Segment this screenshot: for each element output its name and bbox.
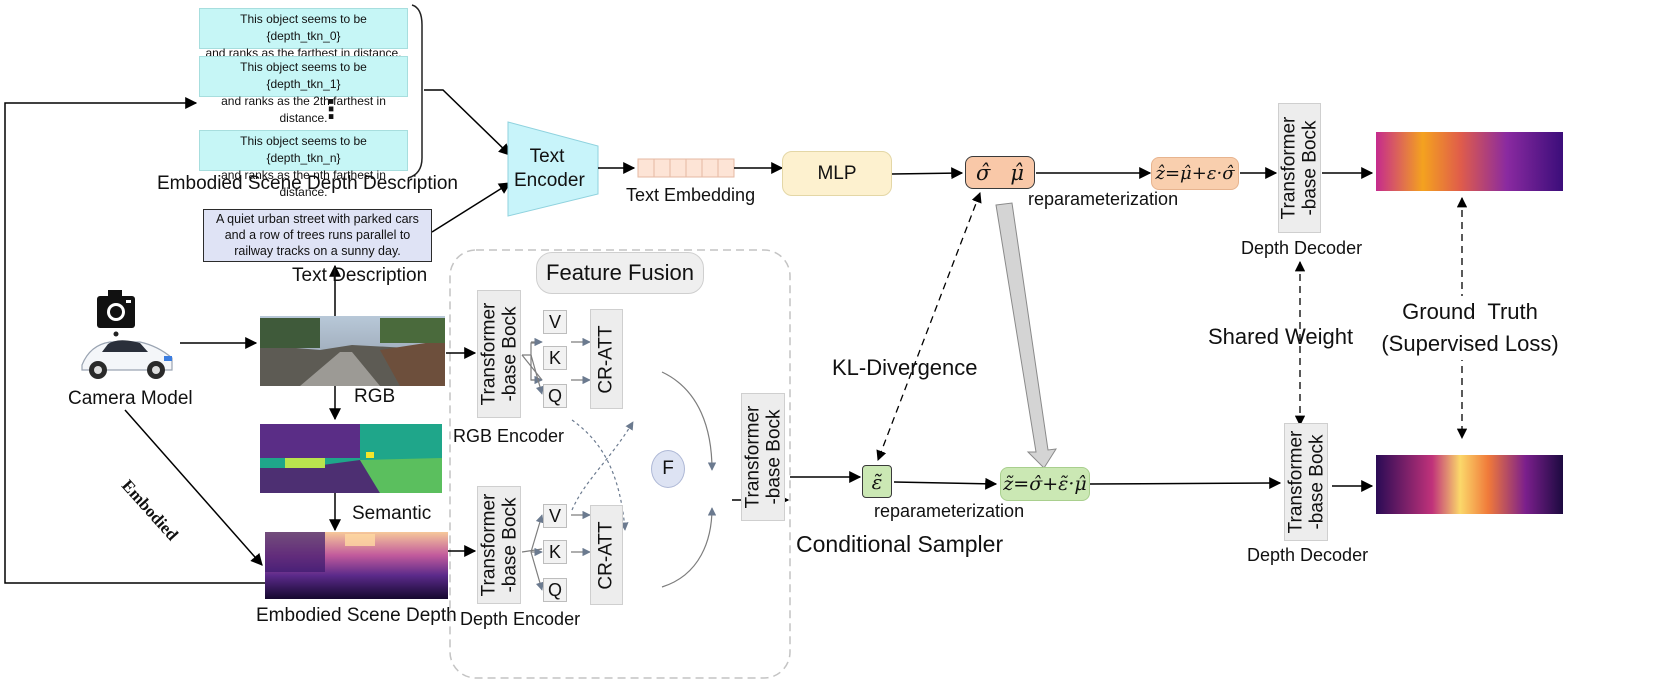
transformer-text-1: Transformer <box>478 302 500 406</box>
fusion-node: F <box>651 450 685 488</box>
kl-divergence-label: KL-Divergence <box>832 355 978 380</box>
depth-description-0: This object seems to be {depth_tkn_0} an… <box>199 8 408 60</box>
ground-truth-line2: (Supervised Loss) <box>1381 331 1559 356</box>
ground-truth-image-top <box>1376 132 1563 191</box>
depth-cr-att-label: CR-ATT <box>596 520 617 590</box>
mlp-label: MLP <box>817 162 857 184</box>
sigma-hat: σ̂ <box>976 160 991 185</box>
car-icon <box>81 331 173 379</box>
transformer-text-2: -base Bock <box>1306 434 1328 530</box>
transformer-text-2: -base Bock <box>499 306 521 402</box>
embodied-scene-depth-description-label: Embodied Scene Depth Description <box>157 173 459 194</box>
rgb-label: RGB <box>354 386 396 407</box>
text-description-label: Text Description <box>292 265 428 286</box>
conditional-sampler-block: ε̃ <box>862 465 892 498</box>
arrow-sampler-to-z <box>893 477 998 490</box>
reparameterization-bottom-label: reparameterization <box>874 501 1025 521</box>
transformer-text-1: Transformer <box>1278 116 1300 220</box>
feature-fusion-title-text: Feature Fusion <box>546 260 694 285</box>
transformer-text-1: Transformer <box>1285 430 1307 534</box>
cratt-rgb-to-f <box>661 371 717 471</box>
mlp-block: MLP <box>782 151 892 196</box>
depth-image <box>265 532 448 599</box>
ground-truth-line1: Ground Truth <box>1402 299 1538 324</box>
description-bracket <box>407 4 423 179</box>
depth-decoder-bottom: Transformer-base Bock <box>1284 423 1328 541</box>
semantic-label: Semantic <box>352 503 432 524</box>
rgb-k-node: K <box>543 346 567 370</box>
rgb-image <box>260 316 445 386</box>
transformer-text-2: -base Bock <box>499 497 521 593</box>
shared-weight-label: Shared Weight <box>1208 324 1354 349</box>
semantic-image <box>260 424 442 493</box>
text-encoder-label-line1: Text <box>529 146 565 167</box>
arrow-z-to-decoder-bottom <box>1089 477 1282 490</box>
depth-k-node: K <box>543 540 567 564</box>
arrow-desc-to-encoder <box>424 89 511 156</box>
z-tilde-block: z̃=σ̂+ε̃·μ̂ <box>1000 467 1090 501</box>
depth-decoder-top: Transformer-base Bock <box>1278 103 1321 233</box>
transformer-text-1: Transformer <box>478 493 500 597</box>
depth-description-0-line1: This object seems to be {depth_tkn_0} <box>240 12 367 43</box>
transformer-text-2: -base Bock <box>1299 120 1321 216</box>
rgb-cr-att-label: CR-ATT <box>596 324 617 394</box>
rgb-cr-att-block: CR-ATT <box>590 309 623 409</box>
arrow-mlp-to-sigma <box>891 167 964 180</box>
depth-transformer-block: Transformer-base Bock <box>477 486 521 604</box>
depth-v-node: V <box>543 504 567 528</box>
text-embedding-vector <box>637 158 735 178</box>
reparameterization-top-label: reparameterization <box>1028 189 1179 209</box>
text-encoder <box>507 121 599 217</box>
ground-truth-image-bottom <box>1376 455 1563 514</box>
feedback-arrow <box>4 97 265 584</box>
arrow-camera-to-depth <box>124 409 263 566</box>
depth-cr-att-block: CR-ATT <box>590 505 623 605</box>
conditional-sampler-label: Conditional Sampler <box>796 531 1004 557</box>
depth-encoder-label: Depth Encoder <box>460 609 581 629</box>
kl-divergence-line <box>876 192 982 461</box>
rgb-q-node: Q <box>543 384 567 408</box>
rgb-encoder-label: RGB Encoder <box>453 426 565 446</box>
sigma-mu-block: σ̂ μ̂ <box>965 156 1035 189</box>
text-encoder-label-line2: Encoder <box>514 170 585 191</box>
text-embedding-label: Text Embedding <box>626 185 756 205</box>
mu-hat: μ̂ <box>1010 160 1024 185</box>
depth-decoder-top-label: Depth Decoder <box>1241 238 1363 258</box>
scene-description-box: A quiet urban street with parked cars an… <box>203 209 432 262</box>
embodied-scene-depth-label: Embodied Scene Depth <box>256 605 457 626</box>
camera-model-label: Camera Model <box>68 388 193 409</box>
camera-icon <box>97 290 135 328</box>
cross-attention-depth-to-rgb <box>571 421 634 511</box>
ground-truth-label: Ground Truth (Supervised Loss) <box>1380 296 1560 360</box>
depth-branch-connections <box>521 510 591 591</box>
fusion-node-label: F <box>662 458 674 479</box>
ellipsis: ⋮ <box>318 94 344 124</box>
depth-description-1: This object seems to be {depth_tkn_1} an… <box>199 56 408 125</box>
depth-decoder-bottom-label: Depth Decoder <box>1247 545 1369 565</box>
fusion-transformer-block: Transformer-base Bock <box>741 393 785 521</box>
z-hat-block: ẑ=μ̂+ε·σ̂ <box>1151 157 1239 190</box>
arrow-scene-to-encoder <box>431 182 512 233</box>
transfer-arrow <box>995 202 1057 469</box>
feature-fusion-region <box>449 249 791 679</box>
feature-fusion-title: Feature Fusion <box>536 252 704 294</box>
rgb-transformer-block: Transformer-base Bock <box>477 290 521 418</box>
cratt-depth-to-f <box>661 507 717 588</box>
depth-description-n-line2: and ranks as the nth farthest in distanc… <box>221 168 386 199</box>
text-encoder-label: Text Encoder <box>514 145 585 193</box>
depth-description-n: This object seems to be {depth_tkn_n} an… <box>199 130 408 199</box>
rgb-branch-connections <box>521 337 591 395</box>
depth-q-node: Q <box>543 578 567 602</box>
transformer-text-1: Transformer <box>742 405 764 509</box>
depth-description-n-line1: This object seems to be {depth_tkn_n} <box>240 134 367 165</box>
depth-description-1-line2: and ranks as the 2th farthest in distanc… <box>221 94 386 125</box>
transformer-text-2: -base Bock <box>763 409 785 505</box>
depth-description-1-line1: This object seems to be {depth_tkn_1} <box>240 60 367 91</box>
rgb-v-node: V <box>543 310 567 334</box>
